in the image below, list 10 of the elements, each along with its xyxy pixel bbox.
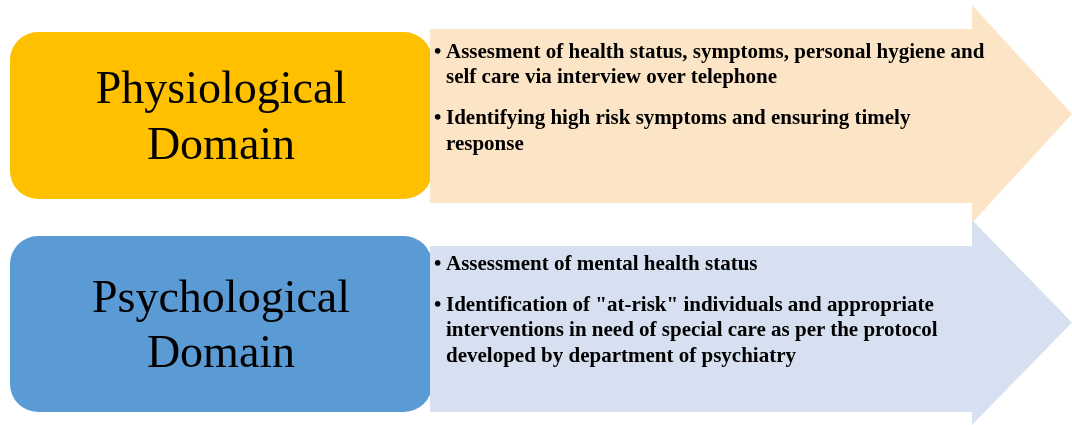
bullet-text: Assesment of health status, symptoms, personal hygiene and self care via interview over telephone xyxy=(446,39,985,89)
bullet-text: Identification of "at-risk" individuals and appropriate interventions in need of special care as per the protocol developed by department of psychiatry xyxy=(446,292,938,367)
bullet-mark: • xyxy=(434,292,442,318)
domain-box: Physiological Domain xyxy=(10,32,432,199)
bullet-text: Identifying high risk symptoms and ensuring timely response xyxy=(446,105,911,155)
bullet-mark: • xyxy=(434,105,442,131)
bullet-text: Assessment of mental health status xyxy=(446,251,758,275)
domain-box: Psychological Domain xyxy=(10,236,432,412)
bullet-mark: • xyxy=(434,251,442,277)
bullet-mark: • xyxy=(434,39,442,65)
